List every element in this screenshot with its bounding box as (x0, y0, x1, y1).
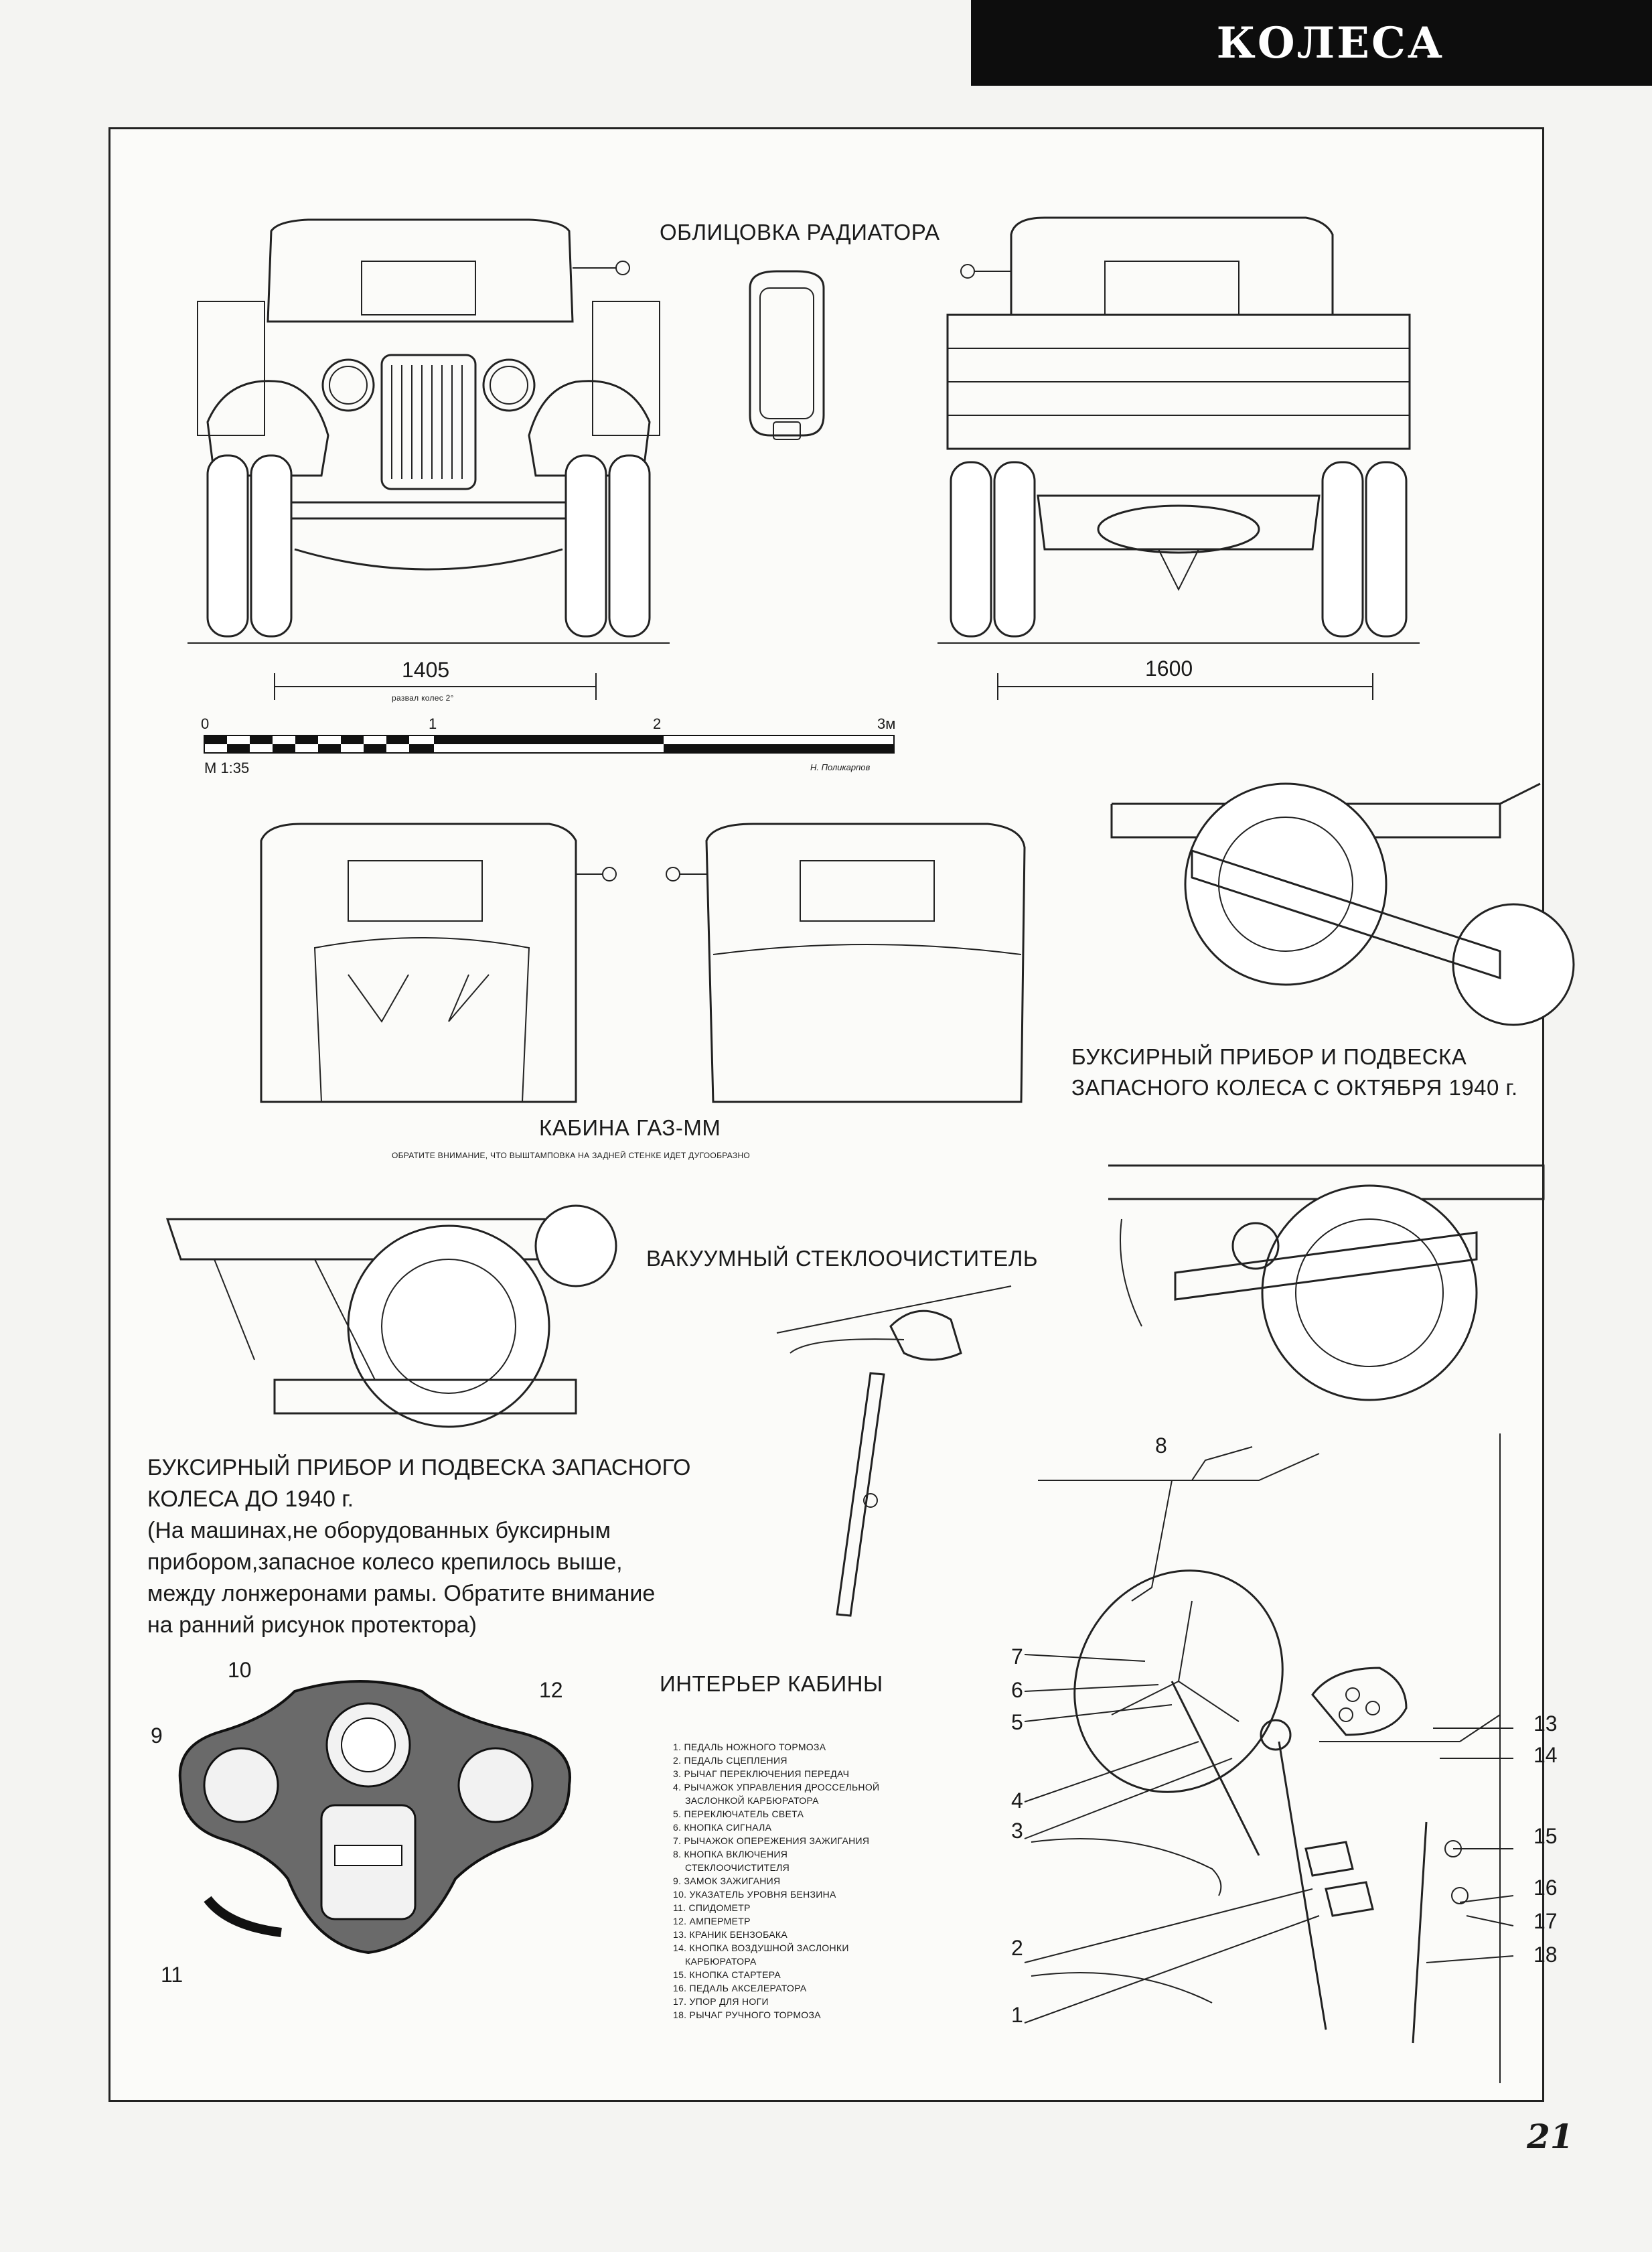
legend-item: 13. КРАНИК БЕНЗОБАКА (673, 1929, 787, 1940)
legend-item: 10. УКАЗАТЕЛЬ УРОВНЯ БЕНЗИНА (673, 1889, 836, 1900)
legend-item-continued: ЗАСЛОНКОЙ КАРБЮРАТОРА (685, 1795, 819, 1806)
camber-note: развал колес 2° (392, 693, 454, 703)
dash-callout-10: 10 (228, 1658, 252, 1682)
author-credit: Н. Поликарпов (810, 762, 871, 772)
legend-item: 1. ПЕДАЛЬ НОЖНОГО ТОРМОЗА (673, 1742, 826, 1752)
interior-callout-14: 14 (1533, 1743, 1558, 1767)
legend-item: 16. ПЕДАЛЬ АКСЕЛЕРАТОРА (673, 1983, 807, 1993)
section-header: КОЛЕСА (971, 0, 1652, 86)
vacuum-wiper-drawing (776, 1285, 1012, 1617)
interior-callout-17: 17 (1533, 1909, 1558, 1933)
dash-callout-11: 11 (161, 1963, 183, 1987)
front-track-value: 1405 (402, 658, 450, 682)
tow-device-1940-top-drawing (1110, 782, 1575, 1026)
tow-device-pre-1940-drawing (165, 1204, 617, 1428)
rear-track-value: 1600 (1145, 656, 1193, 681)
truck-rear-view-drawing (937, 216, 1420, 644)
interior-callout-7: 7 (1011, 1644, 1023, 1669)
cab-rear-drawing (666, 823, 1026, 1103)
interior-callout-1: 1 (1011, 2003, 1023, 2027)
cab-interior-drawing (1031, 1433, 1501, 2083)
legend-item-continued: КАРБЮРАТОРА (685, 1956, 757, 1967)
front-track-dimension (274, 673, 597, 700)
interior-callout-6: 6 (1011, 1678, 1023, 1702)
legend-item: 7. РЫЧАЖОК ОПЕРЕЖЕНИЯ ЗАЖИГАНИЯ (673, 1835, 870, 1846)
dash-callout-12: 12 (539, 1678, 563, 1702)
scale-tick-1: 1 (429, 715, 437, 732)
cab-label: КАБИНА ГАЗ-ММ (539, 1115, 721, 1140)
legend-item: 4. РЫЧАЖОК УПРАВЛЕНИЯ ДРОССЕЛЬНОЙ (673, 1782, 880, 1792)
section-title: КОЛЕСА (1216, 17, 1444, 68)
legend-item: 18. РЫЧАГ РУЧНОГО ТОРМОЗА (673, 2010, 821, 2020)
legend-item: 3. РЫЧАГ ПЕРЕКЛЮЧЕНИЯ ПЕРЕДАЧ (673, 1768, 850, 1779)
interior-callout-5: 5 (1011, 1710, 1023, 1734)
tow-pre-1940-line-4: прибором,запасное колесо крепилось выше, (147, 1549, 623, 1575)
tow-after-1940-line-2: ЗАПАСНОГО КОЛЕСА С ОКТЯБРЯ 1940 г. (1071, 1075, 1518, 1100)
tow-device-1940-detail-drawing (1108, 1164, 1545, 1401)
tow-pre-1940-line-5: между лонжеронами рамы. Обратите внимани… (147, 1581, 656, 1606)
radiator-label: ОБЛИЦОВКА РАДИАТОРА (660, 220, 940, 244)
scale-tick-3: 3м (877, 715, 896, 732)
legend-item: 8. КНОПКА ВКЛЮЧЕНИЯ (673, 1849, 788, 1859)
interior-callout-15: 15 (1533, 1824, 1558, 1848)
tow-pre-1940-caption: БУКСИРНЫЙ ПРИБОР И ПОДВЕСКА ЗАПАСНОГО КО… (147, 1452, 690, 1641)
rear-track-dimension (997, 673, 1373, 700)
dash-callout-9: 9 (151, 1723, 163, 1748)
tow-after-1940-line-1: БУКСИРНЫЙ ПРИБОР И ПОДВЕСКА (1071, 1044, 1467, 1069)
scale-tick-2: 2 (653, 715, 662, 732)
legend-item: 17. УПОР ДЛЯ НОГИ (673, 1996, 769, 2007)
tow-pre-1940-line-2: КОЛЕСА ДО 1940 г. (147, 1486, 354, 1512)
interior-label: ИНТЕРЬЕР КАБИНЫ (660, 1671, 883, 1696)
interior-callout-18: 18 (1533, 1943, 1558, 1967)
interior-callout-13: 13 (1533, 1711, 1558, 1736)
scale-ratio: М 1:35 (204, 760, 250, 776)
legend-item: 6. КНОПКА СИГНАЛА (673, 1822, 772, 1833)
legend-item: 2. ПЕДАЛЬ СЦЕПЛЕНИЯ (673, 1755, 787, 1766)
legend-item: 12. АМПЕРМЕТР (673, 1916, 751, 1926)
legend-item: 9. ЗАМОК ЗАЖИГАНИЯ (673, 1876, 781, 1886)
legend-item: 5. ПЕРЕКЛЮЧАТЕЛЬ СВЕТА (673, 1809, 804, 1819)
interior-leader-lines (1024, 1654, 1514, 2024)
interior-callout-16: 16 (1533, 1876, 1558, 1900)
legend-item-continued: СТЕКЛООЧИСТИТЕЛЯ (685, 1862, 790, 1873)
legend-item: 15. КНОПКА СТАРТЕРА (673, 1969, 781, 1980)
cab-front-drawing (260, 823, 617, 1103)
scale-tick-0: 0 (201, 715, 210, 732)
wiper-label: ВАКУУМНЫЙ СТЕКЛООЧИСТИТЕЛЬ (646, 1246, 1039, 1271)
truck-front-view-drawing (187, 218, 670, 644)
cab-note: ОБРАТИТЕ ВНИМАНИЕ, ЧТО ВЫШТАМПОВКА НА ЗА… (392, 1151, 751, 1160)
interior-callout-3: 3 (1011, 1819, 1023, 1843)
legend-item: 14. КНОПКА ВОЗДУШНОЙ ЗАСЛОНКИ (673, 1943, 849, 1953)
dashboard-drawing (178, 1680, 571, 1955)
interior-legend: 1. ПЕДАЛЬ НОЖНОГО ТОРМОЗА 2. ПЕДАЛЬ СЦЕП… (673, 1740, 879, 2022)
tow-pre-1940-line-6: на ранний рисунок протектора) (147, 1612, 477, 1638)
scale-bar (204, 735, 895, 754)
tow-pre-1940-line-1: БУКСИРНЫЙ ПРИБОР И ПОДВЕСКА ЗАПАСНОГО (147, 1455, 691, 1480)
page-number: 21 (1527, 2117, 1574, 2156)
tow-pre-1940-line-3: (На машинах,не оборудованных буксирным (147, 1518, 611, 1543)
tow-after-1940-caption: БУКСИРНЫЙ ПРИБОР И ПОДВЕСКА ЗАПАСНОГО КО… (1071, 1042, 1518, 1103)
legend-item: 11. СПИДОМЕТР (673, 1902, 751, 1913)
interior-callout-2: 2 (1011, 1936, 1023, 1960)
interior-callout-8: 8 (1155, 1433, 1167, 1458)
interior-callout-4: 4 (1011, 1788, 1023, 1813)
radiator-shell-drawing (749, 270, 825, 440)
